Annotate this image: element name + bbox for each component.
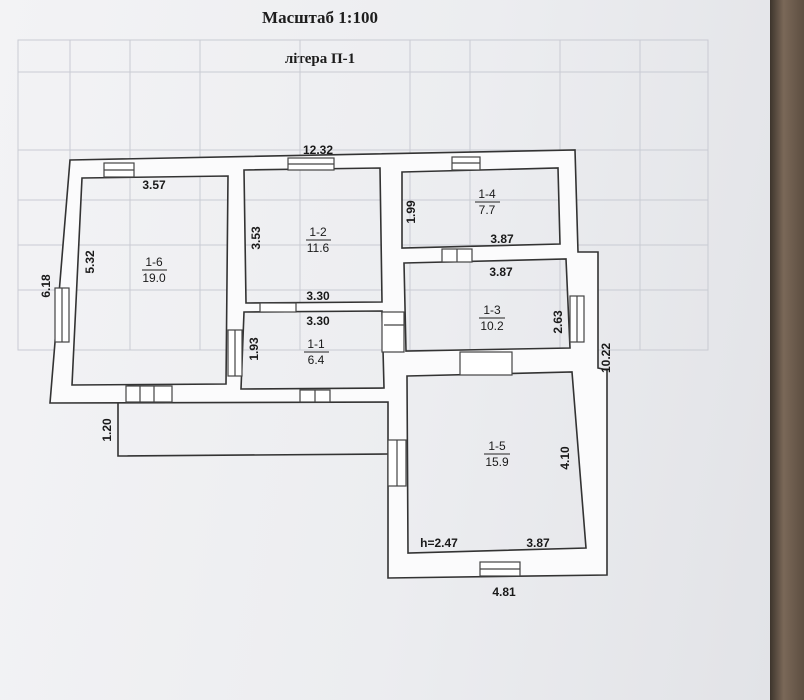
room-number: 1-4	[478, 187, 496, 201]
scale-title: Масштаб 1:100	[262, 8, 378, 27]
dimension-r14-width: 3.87	[490, 232, 514, 246]
room-number: 1-3	[483, 303, 501, 317]
dimension-r13-height: 2.63	[551, 310, 565, 334]
dimension-r16-height: 5.32	[83, 250, 97, 274]
room-number: 1-5	[488, 439, 506, 453]
room-number: 1-2	[309, 225, 327, 239]
dimension-r15-width: 3.87	[526, 536, 550, 550]
dimension-porch-depth: 1.20	[100, 418, 114, 442]
outer-walls	[49, 149, 608, 579]
table-edge	[770, 0, 804, 700]
room-area: 6.4	[308, 353, 325, 367]
porch	[117, 403, 389, 457]
room-labels: 1-6 19.0 1-2 11.6 1-1 6.4 1-4 7.7 1-3 10…	[142, 187, 510, 469]
dimension-r12-width: 3.30	[306, 289, 330, 303]
room-number: 1-6	[145, 255, 163, 269]
dimension-r16-width: 3.57	[142, 178, 166, 192]
room-area: 19.0	[142, 271, 166, 285]
dimension-r11-height: 1.93	[247, 337, 261, 361]
doors	[125, 248, 513, 487]
dimension-r11-width: 3.30	[306, 314, 330, 328]
dimension-r15-height: 4.10	[558, 446, 572, 470]
door	[459, 351, 513, 376]
floor-plan: 1-6 19.0 1-2 11.6 1-1 6.4 1-4 7.7 1-3 10…	[17, 39, 709, 599]
room-number: 1-1	[307, 337, 325, 351]
door	[381, 311, 405, 353]
dimension-r13-width: 3.87	[489, 265, 513, 279]
door	[125, 385, 173, 403]
dimension-r12-height: 3.53	[249, 226, 263, 250]
dimension-r14-height: 1.99	[404, 200, 418, 224]
dimension-total-width: 12.32	[303, 143, 333, 157]
outer-wall-band	[49, 149, 608, 579]
ceiling-height: h=2.47	[420, 536, 458, 550]
dimension-total-height: 6.18	[39, 274, 53, 298]
windows	[54, 156, 585, 577]
litera-label: літера П-1	[284, 51, 356, 67]
room-area: 11.6	[307, 241, 330, 255]
dimension-labels: 12.32 4.81 3.57 3.30 3.30 3.87 3.87 3.87…	[39, 143, 613, 599]
room-area: 15.9	[485, 455, 509, 469]
dimension-right-height: 10.22	[599, 343, 613, 373]
dimension-bottom-width: 4.81	[492, 585, 516, 599]
room-area: 7.7	[479, 203, 496, 217]
room-area: 10.2	[480, 319, 504, 333]
door	[259, 302, 297, 313]
